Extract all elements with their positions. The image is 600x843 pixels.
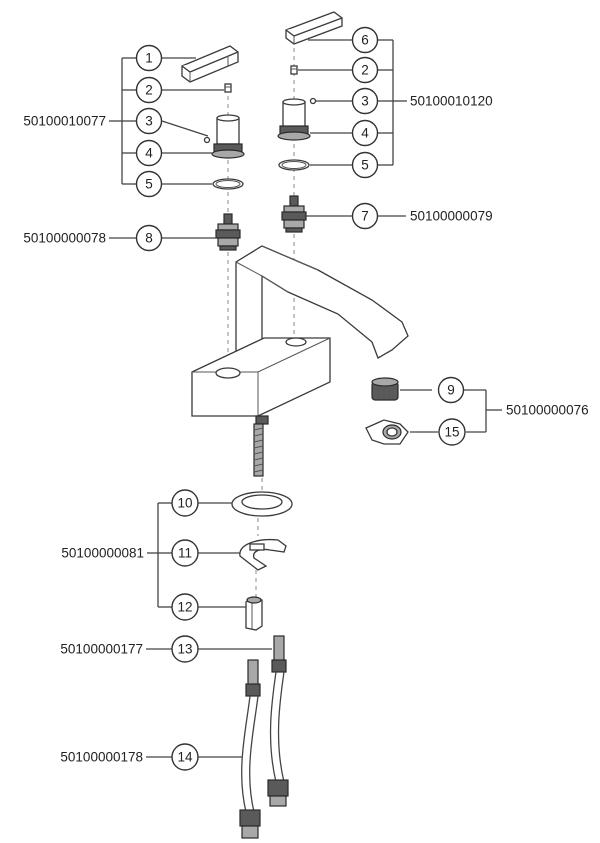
balloon-5-left: 5 bbox=[135, 170, 163, 198]
mounting-gasket bbox=[231, 491, 293, 517]
left-handle-adapter bbox=[203, 114, 245, 159]
left-cartridge bbox=[215, 213, 241, 251]
balloon-9: 9 bbox=[437, 376, 465, 404]
balloon-3-right: 3 bbox=[351, 87, 379, 115]
balloon-label: 3 bbox=[361, 94, 369, 109]
balloon-label: 10 bbox=[177, 496, 192, 511]
leader-lines bbox=[109, 39, 502, 758]
balloon-label: 8 bbox=[145, 231, 153, 246]
balloon-label: 7 bbox=[361, 209, 369, 224]
right-handle-lever bbox=[285, 11, 343, 45]
left-o-ring bbox=[212, 178, 244, 190]
balloon-label: 5 bbox=[361, 158, 369, 173]
balloon-label: 5 bbox=[145, 177, 153, 192]
balloon-5-right: 5 bbox=[351, 151, 379, 179]
part-number-aerator-kit: 50100000076 bbox=[506, 403, 589, 418]
balloon-label: 1 bbox=[145, 51, 153, 66]
balloon-label: 4 bbox=[361, 126, 369, 141]
balloon-1: 1 bbox=[135, 44, 163, 72]
balloon-4-right: 4 bbox=[351, 119, 379, 147]
part-number-hose-13: 50100000177 bbox=[60, 642, 143, 657]
part-number-left-handle-kit: 50100010077 bbox=[23, 114, 106, 129]
balloon-label: 6 bbox=[361, 33, 369, 48]
balloon-7: 7 bbox=[351, 202, 379, 230]
right-handle-adapter bbox=[277, 97, 317, 141]
mounting-bracket bbox=[239, 538, 287, 571]
part-number-right-handle-kit: 50100010120 bbox=[410, 94, 493, 109]
balloon-6: 6 bbox=[351, 26, 379, 54]
part-number-left-cartridge: 50100000078 bbox=[23, 231, 106, 246]
balloon-11: 11 bbox=[171, 539, 199, 567]
right-cartridge bbox=[281, 195, 307, 233]
part-number-mounting-kit: 50100000081 bbox=[61, 546, 144, 561]
right-o-ring bbox=[278, 159, 310, 171]
balloon-8: 8 bbox=[135, 224, 163, 252]
balloon-label: 4 bbox=[145, 146, 153, 161]
faucet-body bbox=[191, 245, 409, 477]
balloon-label: 2 bbox=[145, 83, 153, 98]
left-set-screw bbox=[224, 83, 232, 93]
balloon-label: 12 bbox=[177, 600, 192, 615]
balloon-15: 15 bbox=[438, 418, 466, 446]
balloon-4-left: 4 bbox=[135, 139, 163, 167]
balloon-label: 3 bbox=[145, 114, 153, 129]
balloon-14: 14 bbox=[171, 743, 199, 771]
balloon-13: 13 bbox=[171, 635, 199, 663]
aerator bbox=[371, 377, 399, 401]
balloon-label: 9 bbox=[447, 383, 455, 398]
right-set-screw bbox=[290, 65, 298, 75]
balloon-2-right: 2 bbox=[351, 56, 379, 84]
hose-left bbox=[239, 659, 261, 839]
part-number-right-cartridge: 50100000079 bbox=[410, 209, 493, 224]
balloon-3-left: 3 bbox=[135, 107, 163, 135]
left-handle-lever bbox=[181, 45, 239, 83]
part-number-hose-14: 50100000178 bbox=[60, 750, 143, 765]
balloon-12: 12 bbox=[171, 593, 199, 621]
mounting-nut bbox=[245, 596, 263, 631]
balloon-label: 2 bbox=[361, 63, 369, 78]
balloon-label: 14 bbox=[177, 750, 193, 765]
balloon-2-left: 2 bbox=[135, 76, 163, 104]
hose-right bbox=[267, 635, 289, 807]
balloon-label: 11 bbox=[178, 546, 192, 561]
balloon-label: 13 bbox=[177, 642, 192, 657]
balloon-10: 10 bbox=[171, 489, 199, 517]
balloon-label: 15 bbox=[444, 425, 459, 440]
aerator-key bbox=[365, 419, 409, 445]
